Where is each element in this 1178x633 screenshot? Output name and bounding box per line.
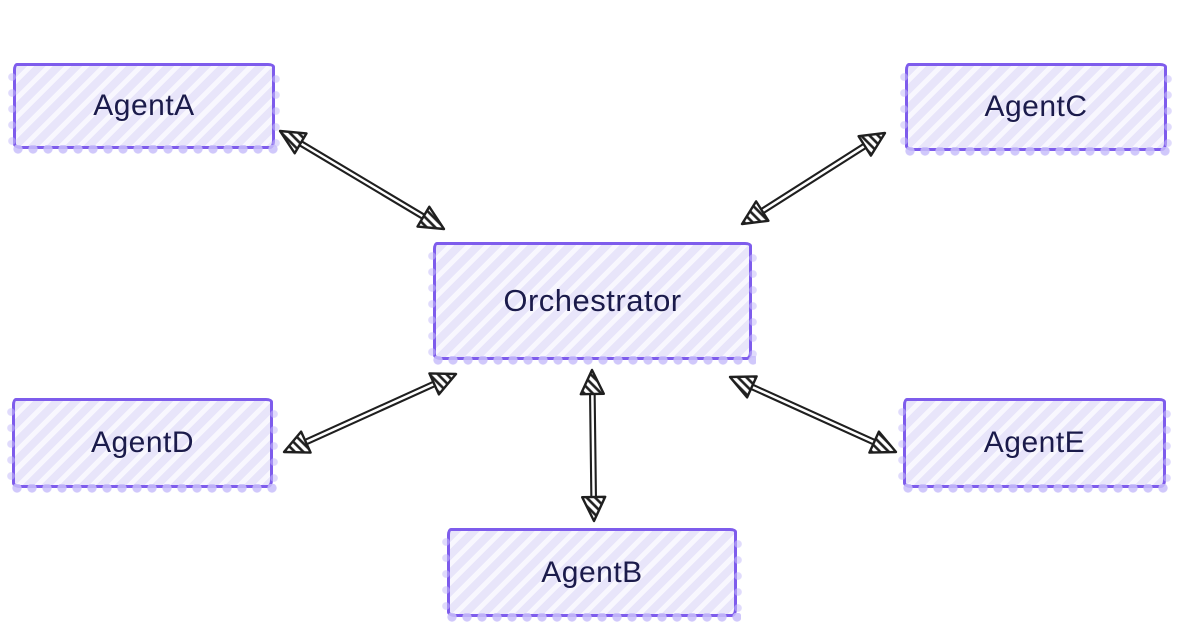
node-label-agent-e: AgentE [983,426,1086,459]
node-label-agent-c: AgentC [984,90,1088,123]
node-agent-e: AgentE [898,398,1171,494]
edge-agentE-orchestrator [728,375,898,454]
edge-agentB-orchestrator [579,368,607,523]
node-label-orchestrator: Orchestrator [503,283,682,318]
node-label-agent-b: AgentB [541,555,643,589]
node-label-agent-d: AgentD [90,426,195,459]
node-agent-a: AgentA [8,63,280,155]
edge-agentD-orchestrator [282,372,458,454]
edge-agentA-orchestrator [278,129,446,231]
node-orchestrator: Orchestrator [428,242,757,366]
node-agent-b: AgentB [442,528,742,623]
node-label-agent-a: AgentA [93,89,195,122]
node-agent-d: AgentD [7,398,278,494]
node-agent-c: AgentC [900,63,1172,157]
edge-agentC-orchestrator [740,131,887,226]
